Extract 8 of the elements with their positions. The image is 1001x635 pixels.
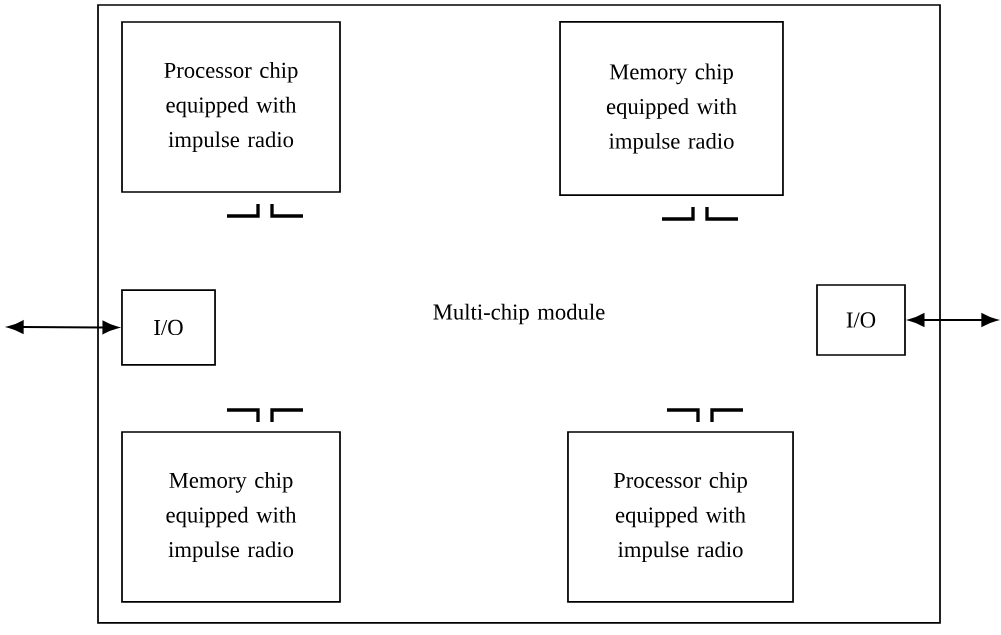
chip-box: Memory chip equipped with impulse radio xyxy=(121,431,341,603)
chip-box: Processor chip equipped with impulse radio xyxy=(567,431,794,603)
double-arrow xyxy=(908,313,998,327)
double-arrow xyxy=(7,320,119,334)
chip-box: Memory chip equipped with impulse radio xyxy=(559,21,784,196)
io-box: I/O xyxy=(816,284,906,356)
chip-box: Processor chip equipped with impulse radio xyxy=(121,21,341,193)
io-box: I/O xyxy=(121,289,216,366)
